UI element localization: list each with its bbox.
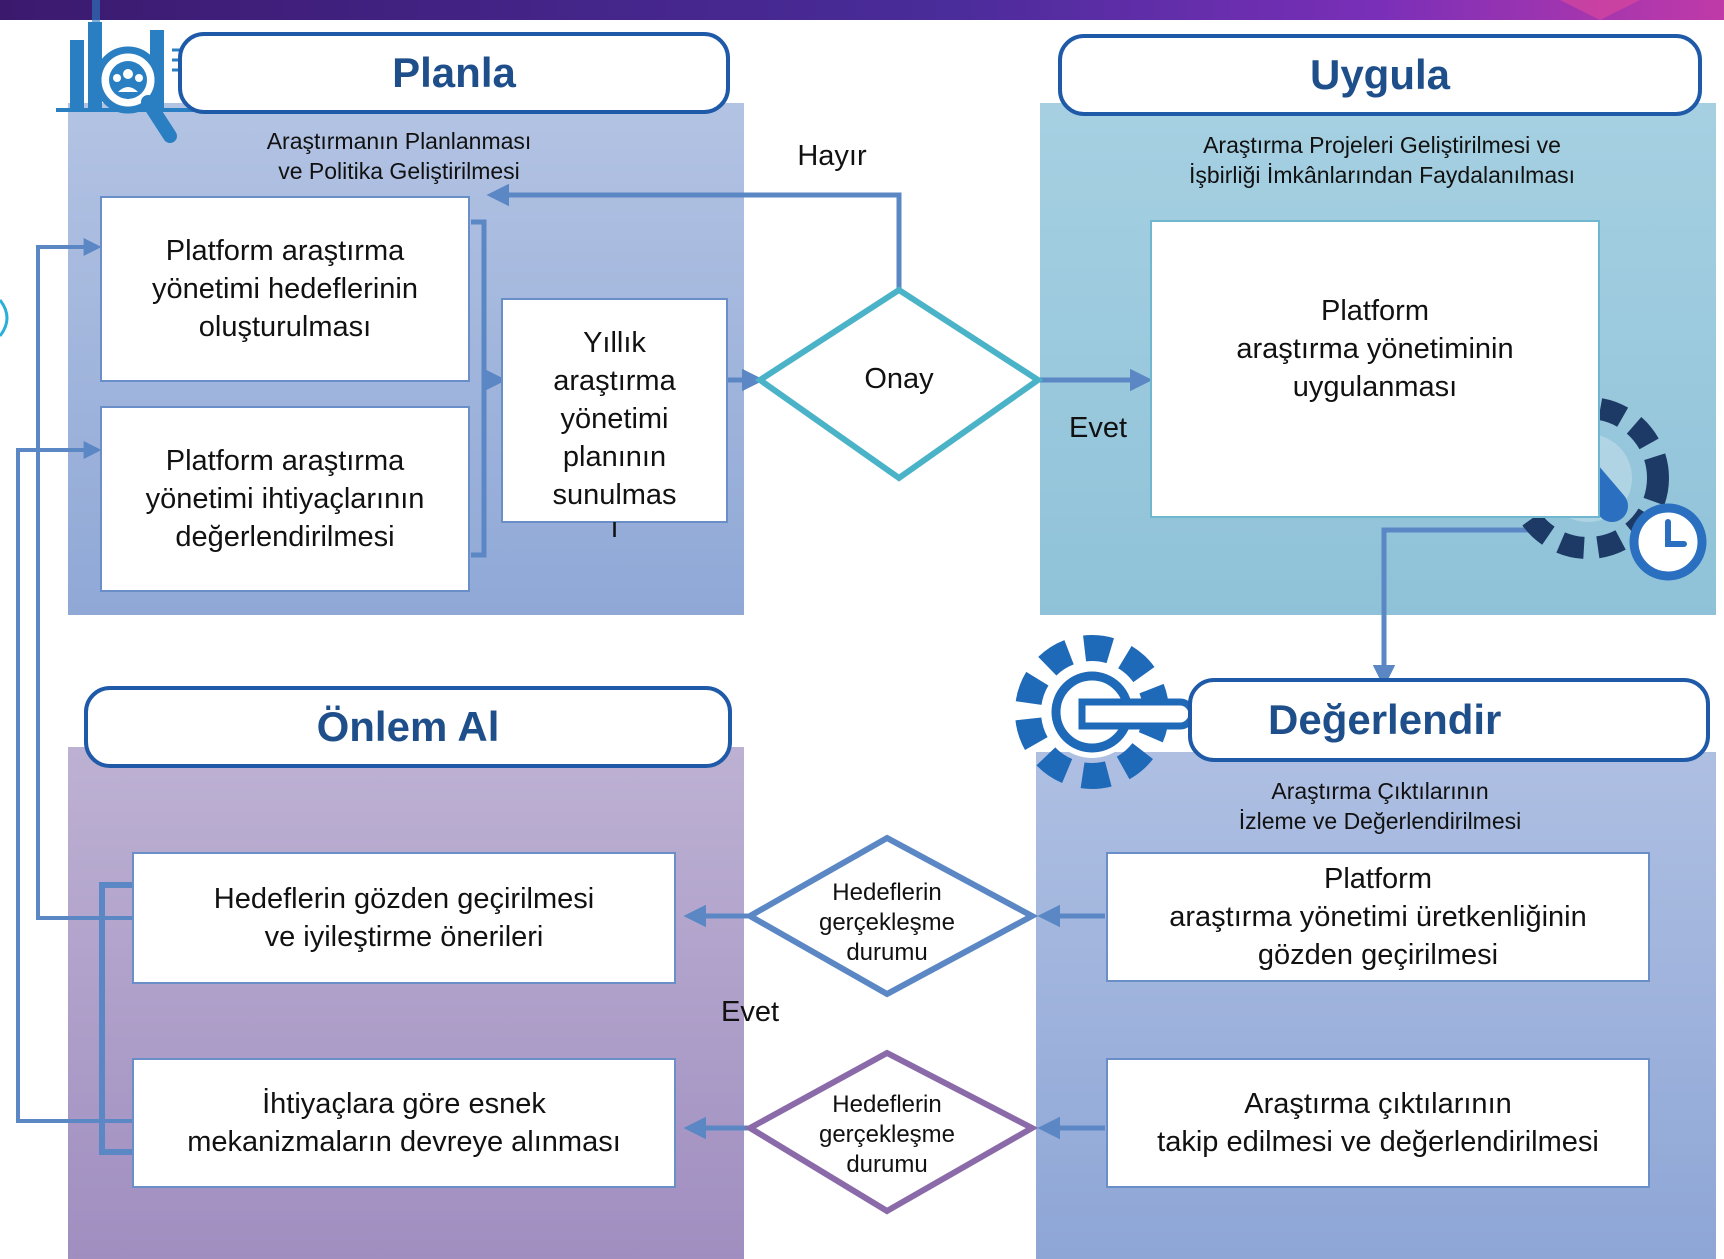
deg-box1-line2: araştırma yönetimi üretkenliğinin bbox=[1169, 901, 1587, 933]
planla-subtitle-line2: ve Politika Geliştirilmesi bbox=[278, 158, 520, 184]
plan-line2: araştırma bbox=[553, 365, 676, 397]
uygula-box-line1: Platform bbox=[1321, 295, 1429, 327]
planla-subtitle-line1: Araştırmanın Planlanması bbox=[266, 128, 532, 154]
onlem-title: Önlem Al bbox=[84, 686, 732, 768]
degerlendir-subtitle-line2: İzleme ve Değerlendirilmesi bbox=[1238, 808, 1522, 834]
evet-label-top: Evet bbox=[1068, 412, 1128, 444]
top-banner bbox=[0, 0, 1724, 20]
arrow-to-degerlendir bbox=[1372, 527, 1535, 688]
degerlendir-title: Değerlendir bbox=[1188, 678, 1710, 762]
diamond-hedef-2 bbox=[743, 1049, 1039, 1215]
planla-box-yillik-plan: Yıllık araştırma yönetimi planının sunul… bbox=[501, 298, 728, 543]
planla-box2-line3: değerlendirilmesi bbox=[175, 521, 395, 553]
onlem-box-hedefler: Hedeflerin gözden geçirilmesi ve iyileşt… bbox=[132, 852, 676, 984]
deg-box2-line1: Araştırma çıktılarının bbox=[1244, 1088, 1512, 1120]
onay-diamond bbox=[754, 286, 1044, 482]
planla-box1-line2: yönetimi hedeflerinin bbox=[152, 273, 418, 305]
deg-box2-line2: takip edilmesi ve değerlendirilmesi bbox=[1157, 1126, 1599, 1158]
deg-box1-line1: Platform bbox=[1324, 863, 1432, 895]
degerlendir-subtitle-line1: Araştırma Çıktılarının bbox=[1271, 778, 1489, 804]
connectors bbox=[16, 183, 1535, 1155]
uygula-subtitle-line1: Araştırma Projeleri Geliştirilmesi ve bbox=[1203, 132, 1561, 158]
feedback-line-1 bbox=[36, 238, 132, 920]
plan-line1: Yıllık bbox=[583, 327, 646, 359]
diamond2-line2: gerçekleşme bbox=[818, 1121, 956, 1148]
onlem-box2-line1: İhtiyaçlara göre esnek bbox=[262, 1088, 546, 1120]
planla-box-hedefler: Platform araştırma yönetimi hedeflerinin… bbox=[100, 196, 470, 382]
onlem-box2-line2: mekanizmaların devreye alınması bbox=[187, 1126, 621, 1158]
hayir-label: Hayır bbox=[797, 140, 867, 172]
uygula-box-line3: uygulanması bbox=[1292, 371, 1458, 403]
gear-wrench-icon bbox=[1015, 635, 1196, 789]
diamond1-line3: durumu bbox=[846, 939, 928, 966]
diamond1-line2: gerçekleşme bbox=[818, 909, 956, 936]
uygula-subtitle: Araştırma Projeleri Geliştirilmesi ve İş… bbox=[1130, 130, 1634, 190]
planla-box-ihtiyaclar: Platform araştırma yönetimi ihtiyaçların… bbox=[100, 406, 470, 592]
diamond2-line1: Hedeflerin bbox=[832, 1091, 942, 1118]
planla-box1-line1: Platform araştırma bbox=[165, 235, 405, 267]
planla-subtitle: Araştırmanın Planlanması ve Politika Gel… bbox=[178, 126, 620, 186]
onay-label: Onay bbox=[864, 363, 934, 395]
diamond-hedef-1 bbox=[743, 834, 1039, 998]
plan-line6: ı bbox=[610, 512, 619, 544]
diamond2-line3: durumu bbox=[846, 1151, 928, 1178]
planla-title: Planla bbox=[178, 32, 730, 114]
evet-label-bottom: Evet bbox=[720, 996, 780, 1028]
degerlendir-box-uretkenlik: Platform araştırma yönetimi üretkenliğin… bbox=[1106, 852, 1650, 982]
uygula-box: Platform araştırma yönetiminin uygulanma… bbox=[1150, 220, 1600, 518]
onlem-box1-line1: Hedeflerin gözden geçirilmesi bbox=[213, 883, 595, 915]
edge-arc bbox=[0, 299, 9, 337]
uygula-title: Uygula bbox=[1058, 34, 1702, 116]
onlem-box-esnek: İhtiyaçlara göre esnek mekanizmaların de… bbox=[132, 1058, 676, 1188]
banner-accent bbox=[1560, 0, 1640, 20]
uygula-subtitle-line2: İşbirliği İmkânlarından Faydalanılması bbox=[1188, 162, 1576, 188]
planla-box2-line1: Platform araştırma bbox=[165, 445, 405, 477]
diamond1-line1: Hedeflerin bbox=[832, 879, 942, 906]
plan-line4: planının bbox=[562, 441, 667, 473]
degerlendir-box-takip: Araştırma çıktılarının takip edilmesi ve… bbox=[1106, 1058, 1650, 1188]
diamond2-text: Hedeflerin gerçekleşme durumu bbox=[802, 1090, 972, 1180]
degerlendir-subtitle: Araştırma Çıktılarının İzleme ve Değerle… bbox=[1180, 776, 1580, 836]
feedback-line-2 bbox=[16, 441, 132, 1123]
bracket-onlem bbox=[99, 882, 132, 1155]
onlem-box1-line2: ve iyileştirme önerileri bbox=[264, 921, 544, 953]
plan-line5: sunulmas bbox=[552, 479, 677, 511]
research-team-icon bbox=[56, 0, 200, 143]
diamond1-text: Hedeflerin gerçekleşme durumu bbox=[802, 878, 972, 968]
planla-box2-line2: yönetimi ihtiyaçlarının bbox=[145, 483, 425, 515]
planla-box1-line3: oluşturulması bbox=[198, 311, 372, 343]
arrow-hayir bbox=[486, 183, 902, 290]
deg-box1-line3: gözden geçirilmesi bbox=[1257, 939, 1499, 971]
plan-line3: yönetimi bbox=[560, 403, 669, 435]
uygula-box-line2: araştırma yönetiminin bbox=[1236, 333, 1514, 365]
